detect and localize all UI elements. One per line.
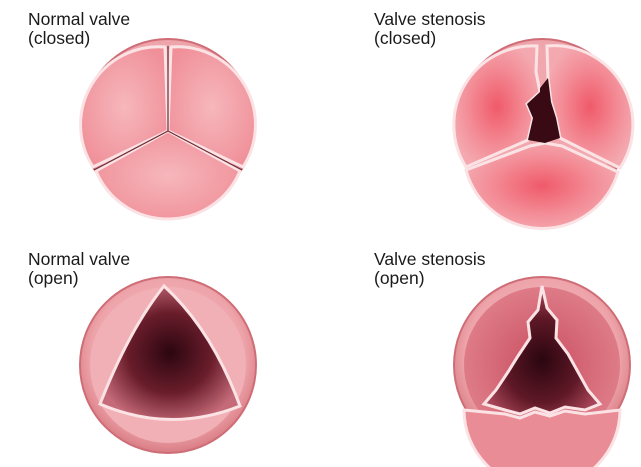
stenosis-valve-open — [454, 277, 630, 467]
stenosis-valve-closed — [454, 39, 633, 228]
normal-valve-closed — [81, 39, 256, 219]
normal-valve-open — [80, 277, 256, 453]
stenosis-bottom-leaflet — [464, 410, 620, 467]
